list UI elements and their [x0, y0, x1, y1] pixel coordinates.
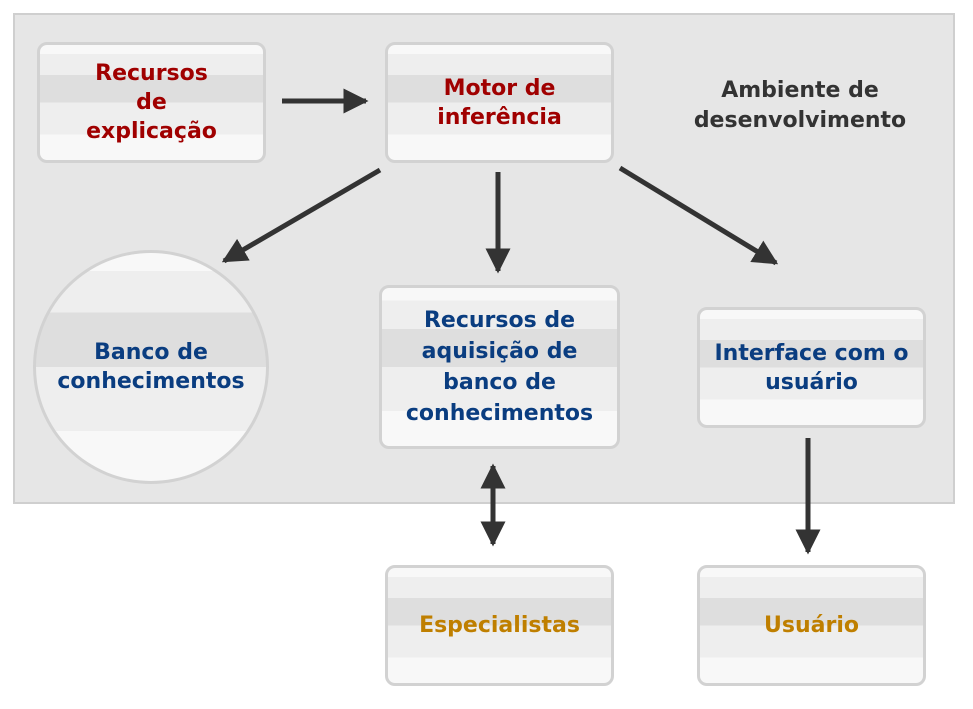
node-user-interface: Interface com o usuário	[697, 307, 926, 428]
node-label: Interface com o usuário	[714, 340, 909, 395]
node-knowledge-acquisition: Recursos de aquisição de banco de conhec…	[379, 285, 620, 449]
arrow-engine-to-knowledge-base	[221, 167, 382, 264]
node-explanation-resources: Recursos de explicação	[37, 42, 266, 163]
node-label: Recursos de aquisição de banco de conhec…	[405, 308, 594, 426]
node-inference-engine: Motor de inferência	[385, 42, 614, 163]
node-label: Banco de conhecimentos	[57, 340, 245, 394]
arrow-engine-to-interface	[618, 165, 779, 266]
node-label: Especialistas	[419, 613, 580, 638]
node-label: Motor de inferência	[437, 75, 562, 130]
node-user: Usuário	[697, 565, 926, 686]
environment-label: Ambiente de desenvolvimento	[693, 78, 907, 133]
node-label: Recursos de explicação	[86, 61, 217, 144]
node-label: Usuário	[764, 613, 859, 638]
node-specialists: Especialistas	[385, 565, 614, 686]
node-knowledge-base: Banco de conhecimentos	[33, 250, 269, 484]
